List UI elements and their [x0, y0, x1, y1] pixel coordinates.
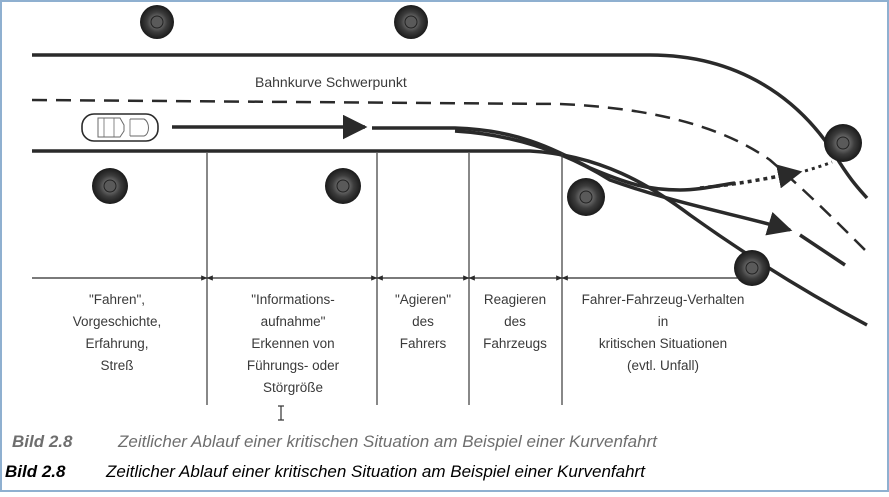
- phase-label-reagieren: Reagieren des Fahrzeugs: [483, 292, 547, 351]
- phase-line: Erkennen von: [251, 336, 334, 351]
- phase-line: Erfahrung,: [85, 336, 148, 351]
- phase-line: Vorgeschichte,: [73, 314, 162, 329]
- phase-line: Fahrer-Fahrzeug-Verhalten: [582, 292, 745, 307]
- phase-line: "Fahren",: [89, 292, 145, 307]
- road-centerline-dashed: [31, 98, 866, 251]
- caption-number: Bild 2.8: [12, 432, 73, 451]
- phase-line: Reagieren: [484, 292, 546, 307]
- trajectory-main: [372, 126, 736, 192]
- phase-line: kritischen Situationen: [599, 336, 727, 351]
- phase-line: Fahrers: [400, 336, 447, 351]
- phase-line: Störgröße: [263, 380, 323, 395]
- phase-line: "Informations-: [251, 292, 335, 307]
- phase-label-agieren: "Agieren" des Fahrers: [395, 292, 451, 351]
- trajectory-lower-end: [799, 233, 846, 267]
- trajectory-dotted-arrow: [699, 164, 803, 190]
- car-icon: [81, 113, 159, 142]
- phase-line: (evtl. Unfall): [627, 358, 699, 373]
- phase-line: des: [504, 314, 526, 329]
- caption-text: Zeitlicher Ablauf einer kritischen Situa…: [105, 462, 646, 481]
- tree-icon: [824, 124, 862, 162]
- tree-icon: [734, 250, 770, 286]
- trajectory-lower: [454, 129, 793, 236]
- phase-line: des: [412, 314, 434, 329]
- caption-top: Bild 2.8 Zeitlicher Ablauf einer kritisc…: [12, 432, 658, 451]
- tree-icon: [394, 5, 428, 39]
- phase-label-information: "Informations- aufnahme" Erkennen von Fü…: [247, 292, 340, 395]
- phase-line: Fahrzeugs: [483, 336, 547, 351]
- phase-label-fahren: "Fahren", Vorgeschichte, Erfahrung, Stre…: [73, 292, 162, 373]
- phase-label-verhalten: Fahrer-Fahrzeug-Verhalten in kritischen …: [582, 292, 745, 373]
- phase-line: Führungs- oder: [247, 358, 340, 373]
- caption-number: Bild 2.8: [5, 462, 66, 481]
- road-edge-upper: [32, 53, 869, 200]
- text-cursor-icon: [278, 405, 284, 421]
- tree-icon: [325, 168, 361, 204]
- tree-icon: [140, 5, 174, 39]
- road-label: Bahnkurve Schwerpunkt: [255, 74, 407, 90]
- trajectory-dotted-tail: [804, 160, 833, 173]
- phase-line: "Agieren": [395, 292, 451, 307]
- phase-line: aufnahme": [261, 314, 326, 329]
- road-edge-lower: [32, 149, 868, 327]
- phase-line: Streß: [100, 358, 133, 373]
- caption-bottom: Bild 2.8 Zeitlicher Ablauf einer kritisc…: [5, 462, 646, 481]
- tree-icon: [567, 178, 605, 216]
- phase-line: in: [658, 314, 669, 329]
- tree-icon: [92, 168, 128, 204]
- caption-text: Zeitlicher Ablauf einer kritischen Situa…: [117, 432, 658, 451]
